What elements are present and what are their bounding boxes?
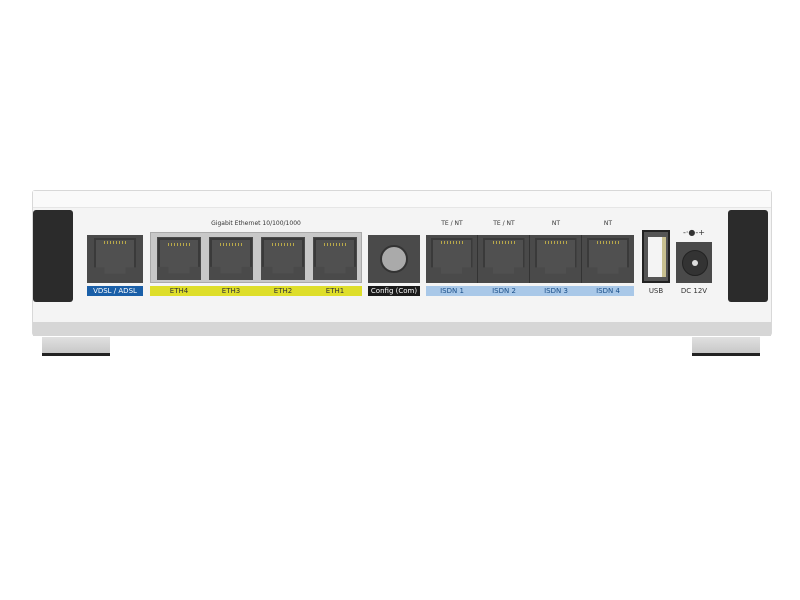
dc-power-port[interactable] <box>676 242 712 283</box>
usb-port[interactable] <box>642 230 670 283</box>
mini-din-connector-icon <box>380 245 408 273</box>
eth3-label: ETH3 <box>221 287 241 295</box>
vdsl-label: VDSL / ADSL <box>87 286 143 296</box>
isdn1-label: ISDN 1 <box>440 287 464 295</box>
isdn3-port[interactable] <box>530 235 582 283</box>
dc-polarity-icon: -·●-+ <box>683 228 705 237</box>
vdsl-port[interactable] <box>87 235 143 283</box>
right-bumper <box>728 210 768 302</box>
isdn1-mode: TE / NT <box>441 220 463 227</box>
isdn4-label: ISDN 4 <box>596 287 620 295</box>
isdn2-mode: TE / NT <box>493 220 515 227</box>
eth4-label: ETH4 <box>169 287 189 295</box>
usb-label: USB <box>648 287 664 295</box>
eth1-port[interactable] <box>313 237 357 280</box>
eth2-port[interactable] <box>261 237 305 280</box>
config-port[interactable] <box>368 235 420 283</box>
dc-jack-icon <box>682 250 708 276</box>
eth3-port[interactable] <box>209 237 253 280</box>
isdn3-mode: NT <box>551 220 561 227</box>
usb-slot <box>648 237 666 277</box>
isdn2-label: ISDN 2 <box>492 287 516 295</box>
right-foot <box>692 337 760 356</box>
isdn2-port[interactable] <box>478 235 530 283</box>
isdn3-label: ISDN 3 <box>544 287 568 295</box>
config-label: Config (Com) <box>368 286 420 296</box>
eth4-port[interactable] <box>157 237 201 280</box>
bottom-edge <box>33 322 771 336</box>
isdn-label-bar <box>426 286 634 296</box>
eth2-label: ETH2 <box>273 287 293 295</box>
ethernet-group-label: Gigabit Ethernet 10/100/1000 <box>211 220 301 227</box>
isdn4-port[interactable] <box>582 235 634 283</box>
isdn1-port[interactable] <box>426 235 478 283</box>
left-foot <box>42 337 110 356</box>
left-bumper <box>33 210 73 302</box>
dc-label: DC 12V <box>680 287 708 295</box>
top-edge <box>33 191 771 208</box>
ethernet-label-bar <box>150 286 362 296</box>
eth1-label: ETH1 <box>325 287 345 295</box>
isdn4-mode: NT <box>603 220 613 227</box>
